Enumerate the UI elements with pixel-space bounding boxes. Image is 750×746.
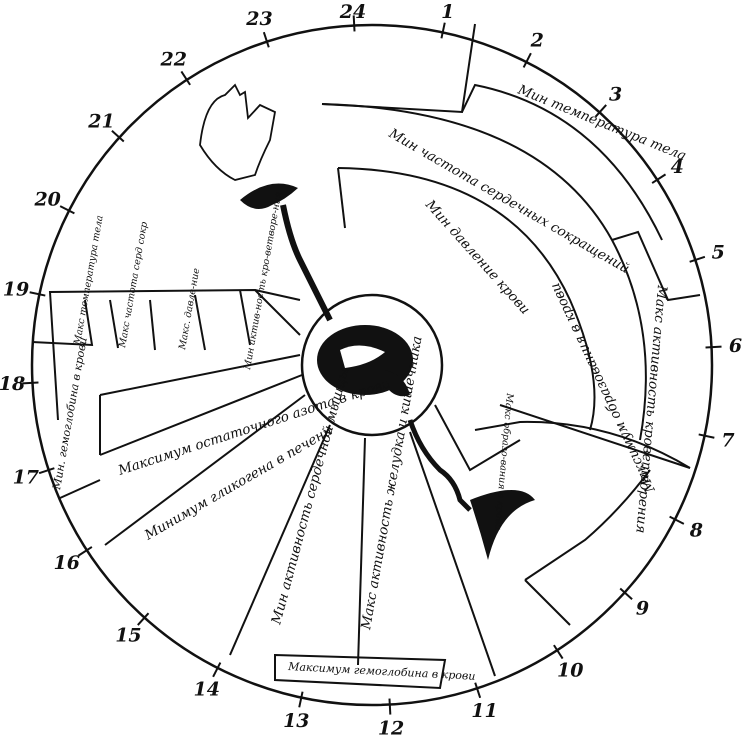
label-min-blood-formation: Мин актив-ность кро-ветворе-ния — [242, 191, 284, 372]
hour-label-1: 1 — [441, 1, 454, 23]
hour-label-15: 15 — [115, 625, 141, 647]
label-min-heart-rate: Мин частота сердечных сокращений — [385, 125, 632, 277]
hour-label-21: 21 — [87, 110, 114, 132]
hour-label-6: 6 — [729, 335, 742, 357]
hour-tick-19 — [29, 291, 46, 297]
hour-label-13: 13 — [283, 710, 309, 732]
hour-label-8: 8 — [689, 519, 703, 541]
hour-label-14: 14 — [194, 678, 220, 700]
hour-tick-2 — [522, 52, 532, 68]
nerve-cord-upper — [280, 204, 333, 322]
hour-label-16: 16 — [53, 552, 79, 574]
hour-label-7: 7 — [721, 430, 734, 452]
hour-tick-1 — [440, 22, 446, 39]
hour-tick-12 — [388, 698, 392, 715]
hour-label-20: 20 — [33, 189, 60, 211]
hour-label-17: 17 — [13, 466, 39, 488]
hour-label-22: 22 — [160, 49, 187, 71]
hour-tick-22 — [180, 70, 191, 86]
hour-tick-17 — [38, 467, 55, 475]
cord-hook — [470, 490, 535, 560]
hour-label-3: 3 — [609, 83, 622, 105]
sector-lines — [31, 23, 701, 690]
hour-tick-4 — [651, 173, 667, 184]
hour-tick-15 — [137, 612, 150, 626]
hour-tick-16 — [77, 546, 93, 557]
hour-tick-11 — [474, 682, 482, 699]
hour-tick-20 — [59, 205, 75, 215]
label-max-blood-formation-short: Максимум образования в крови — [547, 280, 659, 496]
hour-label-19: 19 — [3, 278, 29, 300]
hour-tick-7 — [698, 433, 715, 439]
hour-label-4: 4 — [671, 156, 684, 178]
hour-label-9: 9 — [636, 598, 649, 620]
hour-label-23: 23 — [245, 8, 272, 30]
hour-tick-6 — [705, 345, 722, 349]
hour-tick-5 — [689, 255, 706, 263]
label-max-blood-formation: Макс активность кроветворения — [632, 284, 670, 534]
hour-label-10: 10 — [557, 659, 583, 681]
hour-label-24: 24 — [339, 1, 366, 23]
hour-tick-10 — [553, 644, 564, 660]
hour-tick-23 — [262, 31, 270, 48]
hour-tick-24 — [352, 15, 356, 32]
brain-icon — [317, 325, 413, 397]
hour-label-12: 12 — [378, 718, 404, 740]
hour-label-18: 18 — [0, 373, 25, 395]
hand-illustration — [199, 83, 298, 209]
hour-ticks — [22, 15, 722, 715]
label-min-hemoglobin: Мин. гемоглобина в крови — [50, 336, 90, 491]
hour-tick-14 — [212, 662, 222, 678]
outer-clock-circle — [30, 23, 714, 707]
hour-label-11: 11 — [471, 700, 497, 722]
hour-label-5: 5 — [712, 242, 725, 264]
hour-tick-3 — [594, 104, 607, 118]
nerve-cord-lower — [407, 419, 472, 512]
hour-tick-21 — [111, 130, 125, 143]
hour-tick-9 — [619, 587, 633, 600]
hour-tick-8 — [669, 515, 685, 525]
label-max-heart-rate: Макс частота серд сокр — [117, 221, 150, 350]
label-max-hemoglobin: Максимум гемоглобина в крови — [287, 660, 476, 683]
hour-tick-18 — [22, 381, 39, 385]
hour-label-2: 2 — [530, 30, 544, 52]
hour-tick-13 — [298, 691, 304, 708]
